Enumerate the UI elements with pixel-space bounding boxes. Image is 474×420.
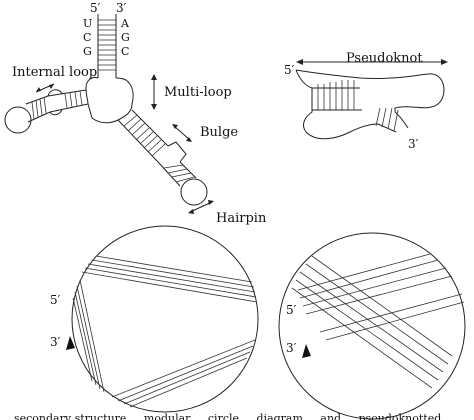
- circle-right-outline: [278, 232, 466, 420]
- multi-loop-arrow: [151, 74, 157, 110]
- base-right-2: G: [121, 31, 130, 44]
- base-right-1: A: [120, 17, 130, 30]
- circle-left-chords-left: [72, 279, 105, 393]
- pk-stem1-base-pairs: [317, 80, 355, 110]
- pseudoknot-arrow: [296, 59, 448, 65]
- secondary-structure: 5′ 3′ U C G A G C: [4, 1, 267, 226]
- left-stem2-base-pairs: [31, 96, 47, 120]
- circle-left-five-prime: 5′: [50, 293, 61, 307]
- base-left-1: U: [83, 17, 92, 30]
- hairpin-arrow: [188, 200, 214, 214]
- left-stem-base-pairs: [64, 90, 83, 109]
- base-left-3: G: [83, 45, 92, 58]
- bottom-hairpin-loop: [180, 178, 208, 206]
- circle-left-three-prime: 3′: [50, 335, 61, 349]
- pseudoknot-strand: [295, 69, 445, 140]
- bulge-arrow: [172, 124, 192, 142]
- right-stem2-base-pairs: [163, 164, 195, 183]
- hairpin-label: Hairpin: [216, 211, 267, 226]
- circle-right-five-prime: 5′: [286, 303, 297, 317]
- pseudoknot-structure: Pseudoknot 5′ 3′: [284, 51, 448, 151]
- circle-diagram-nested: 5′ 3′: [50, 225, 259, 413]
- stem-three-prime-label: 3′: [116, 1, 127, 15]
- circle-left-outline: [71, 225, 259, 413]
- internal-loop-arrow: [35, 83, 55, 93]
- stem-five-prime-label: 5′: [90, 1, 101, 15]
- circle-right-direction-arrow: [302, 344, 311, 358]
- bulge-label: Bulge: [200, 125, 238, 140]
- right-stem-base-pairs: [123, 114, 166, 157]
- circle-left-chords-bottom: [111, 339, 256, 408]
- top-stem-base-pairs: [98, 19, 116, 71]
- multi-loop-label: Multi-loop: [164, 85, 232, 100]
- pseudoknot-three-prime: 3′: [408, 137, 419, 151]
- right-stem-outer-strand: [117, 119, 159, 163]
- base-left-2: C: [83, 31, 91, 44]
- circle-right-chords-b: [297, 253, 465, 341]
- bulge-outline: [167, 141, 187, 163]
- base-right-3: C: [121, 45, 129, 58]
- circle-right-three-prime: 3′: [286, 341, 297, 355]
- caption-fragment: ... secondary structure ... modular ... …: [0, 412, 455, 420]
- circle-right-chords-a: [291, 255, 453, 389]
- left-stem-top-strand: [47, 89, 87, 97]
- circle-diagram-crossing: 5′ 3′: [278, 232, 466, 420]
- right-stem-inner-strand: [131, 109, 169, 147]
- left-stem-bottom-strand: [49, 103, 89, 113]
- circle-left-chords-top: [81, 255, 258, 303]
- pseudoknot-label: Pseudoknot: [346, 51, 423, 66]
- multi-loop-outline: [85, 77, 134, 124]
- pseudoknot-five-prime: 5′: [284, 63, 295, 77]
- circle-left-direction-arrow: [66, 336, 75, 350]
- left-stem2-bottom-strand: [27, 111, 51, 123]
- pk-stem2-base-pairs: [375, 107, 399, 132]
- internal-loop-outline: [47, 89, 63, 116]
- internal-loop-label: Internal loop: [12, 65, 97, 80]
- left-hairpin-loop: [4, 106, 32, 134]
